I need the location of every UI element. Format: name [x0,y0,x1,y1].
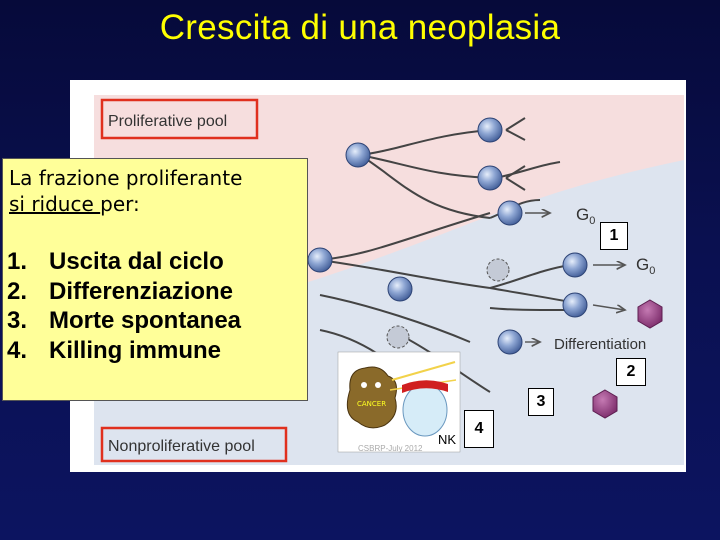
differentiated-cell [637,299,663,329]
nonproliferative-label-box [100,426,288,463]
cell [497,329,523,355]
diagram-svg: Proliferative pool Nonproliferative pool… [94,95,684,465]
proliferative-pool-label: Proliferative pool [108,113,227,130]
intro-line-1: La frazione proliferante [9,166,243,190]
cell [477,117,503,143]
list-item: 2.Differenziazione [7,277,234,305]
slide-title: Crescita di una neoplasia [159,8,561,47]
proliferative-label-box [100,98,259,140]
differentiated-cell [592,389,618,419]
list-item: 3.Morte spontanea [7,307,242,334]
dying-cell [386,325,410,349]
cell [387,276,413,302]
cell-pool-diagram: Proliferative pool Nonproliferative pool… [70,80,686,472]
cell [345,142,371,168]
nk-cancer-cartoon: CANCER NK CSBRP-July 2012 [337,351,461,453]
number-badge-4: 4 [464,410,494,448]
causes-list: 1.Uscita dal ciclo 2.Differenziazione 3.… [7,247,241,365]
differentiation-label: Differentiation [554,336,646,353]
reduction-causes-box: La frazione proliferante si riduce per: … [2,158,308,401]
cell [477,165,503,191]
nk-cell-icon [402,383,448,437]
reduction-intro: La frazione proliferante si riduce per: [9,165,242,217]
number-badge-2: 2 [616,358,646,386]
list-item: 4.Killing immune [7,336,222,364]
cell [307,247,333,273]
cancer-cell-icon [346,366,397,429]
list-item: 1.Uscita dal ciclo [7,248,224,275]
lineage-lines [319,117,571,401]
cell [497,200,523,226]
watermark: CSBRP-July 2012 [358,444,423,453]
cell [562,292,588,318]
number-badge-3: 3 [528,388,554,416]
intro-line-2-rest: per: [100,192,140,216]
nk-label: NK [438,432,456,447]
intro-underlined: si riduce [9,192,101,216]
g0-label-2: G0 [636,255,655,277]
g0-label-1: G0 [576,205,595,227]
number-badge-1: 1 [600,222,628,250]
nonproliferative-pool-label: Nonproliferative pool [108,438,255,455]
cells [307,117,588,355]
svg-text:CANCER: CANCER [357,400,386,408]
dying-cell [486,258,510,282]
cell [562,252,588,278]
